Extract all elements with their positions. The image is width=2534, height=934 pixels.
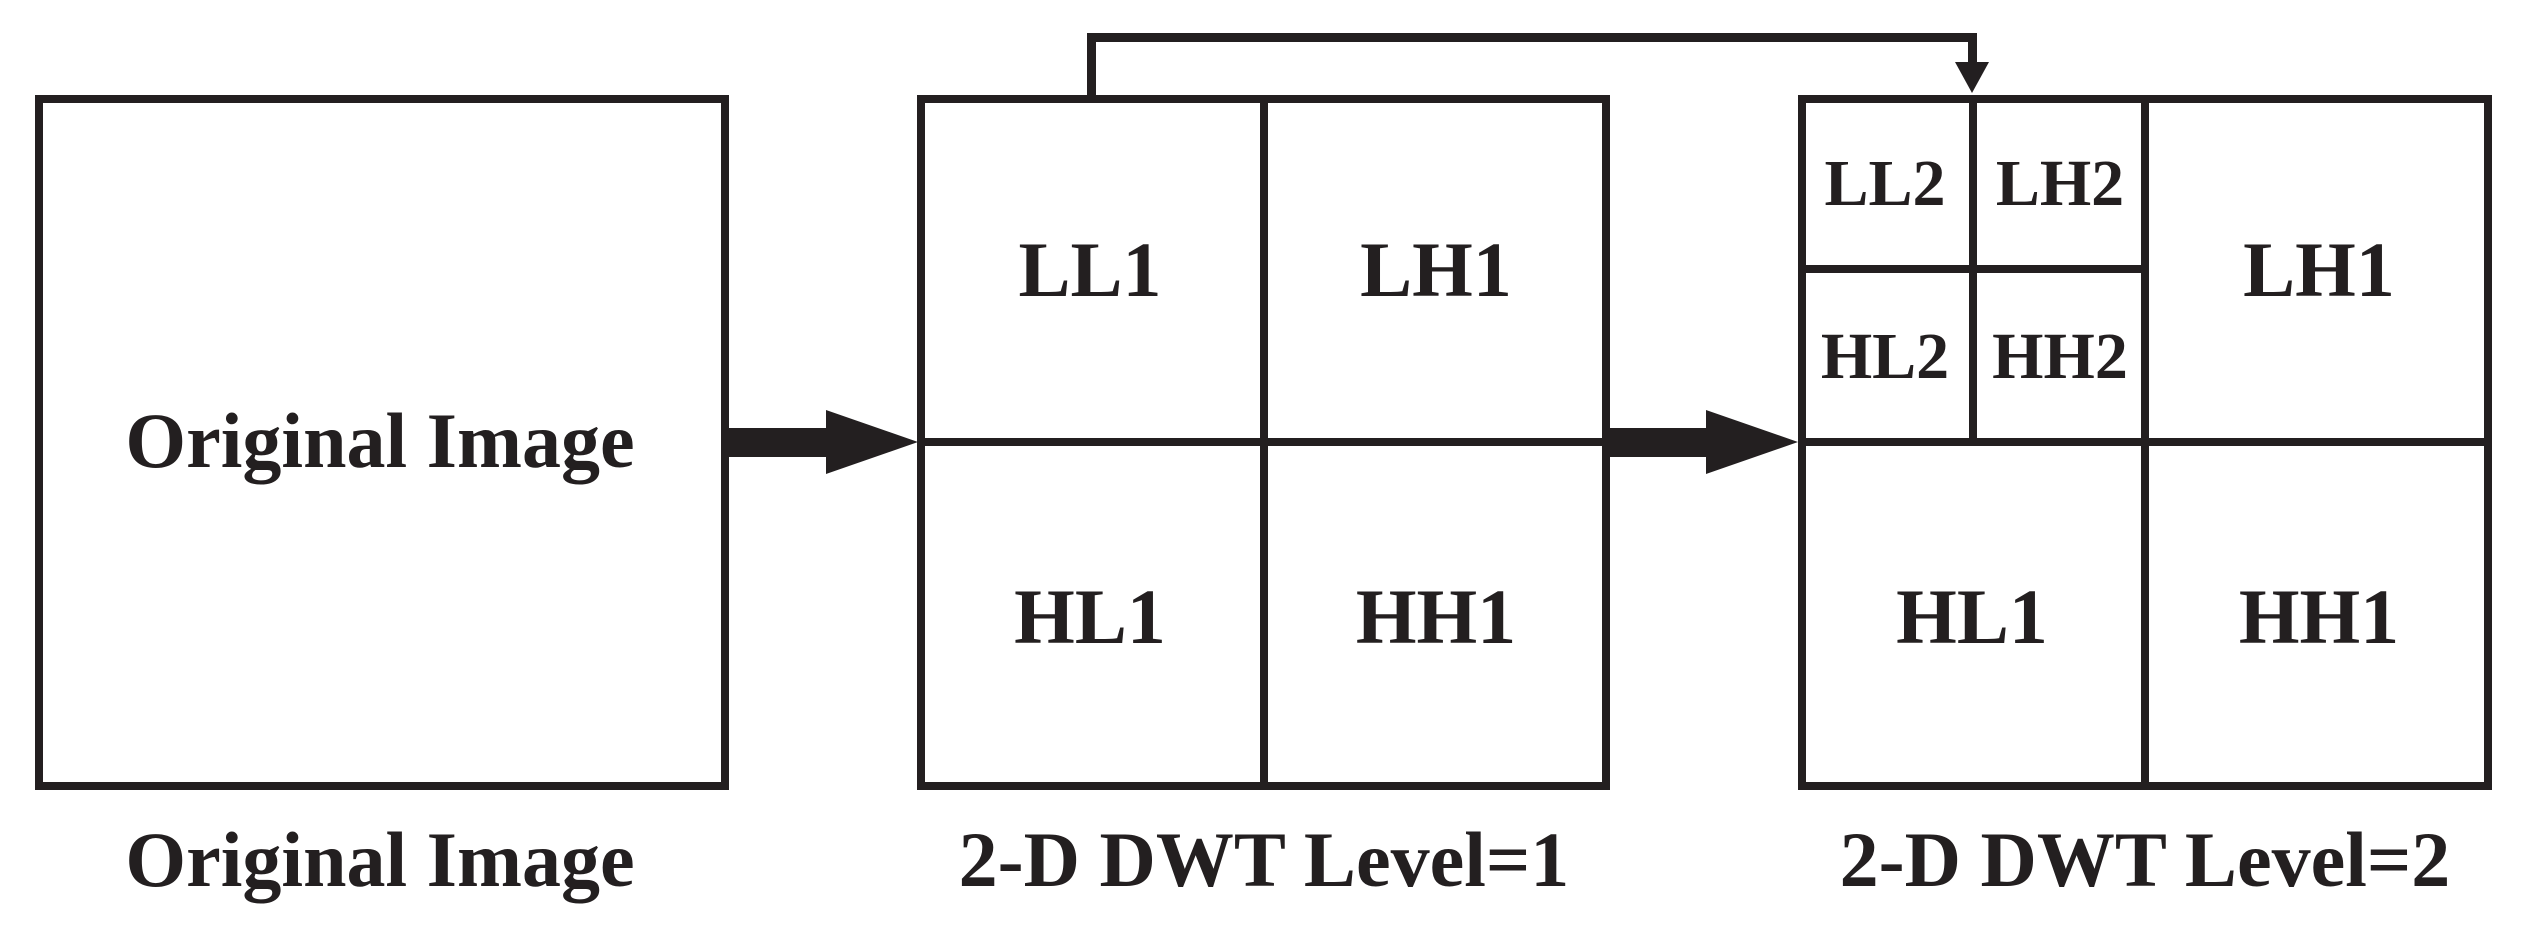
dwt-level2-caption: 2-D DWT Level=2 bbox=[1839, 816, 2451, 903]
subband-hl1-level2: HL1 bbox=[1896, 573, 2048, 660]
original-image-caption: Original Image bbox=[125, 816, 635, 903]
subband-ll2: LL2 bbox=[1824, 147, 1946, 220]
subband-lh1-level1: LH1 bbox=[1360, 226, 1512, 313]
subband-hh2: HH2 bbox=[1992, 320, 2128, 393]
subband-lh1-level2: LH1 bbox=[2243, 226, 2395, 313]
arrow-original-to-level1-shaft bbox=[726, 428, 828, 457]
subband-hh1-level2: HH1 bbox=[2238, 573, 2400, 660]
subband-hl2: HL2 bbox=[1820, 320, 1950, 393]
subband-hh1-level1: HH1 bbox=[1355, 573, 1517, 660]
feedback-arrow-top-run bbox=[1087, 33, 1977, 42]
subband-hl1-level1: HL1 bbox=[1014, 573, 1166, 660]
original-image-label: Original Image bbox=[125, 397, 635, 484]
feedback-arrow-riser bbox=[1087, 33, 1096, 99]
arrow-original-to-level1-arrowhead-icon bbox=[826, 410, 918, 474]
arrow-level1-to-level2-shaft bbox=[1606, 428, 1708, 457]
level2-subgrid-horizontal-divider bbox=[1798, 265, 2149, 273]
dwt-level1-horizontal-divider bbox=[917, 438, 1610, 446]
dwt-level2-horizontal-divider bbox=[1798, 438, 2492, 446]
feedback-arrow-drop bbox=[1968, 37, 1977, 65]
feedback-arrow-arrowhead-icon bbox=[1955, 62, 1989, 93]
subband-lh2: LH2 bbox=[1995, 147, 2125, 220]
subband-ll1-level1: LL1 bbox=[1018, 226, 1162, 313]
arrow-level1-to-level2-arrowhead-icon bbox=[1706, 410, 1798, 474]
dwt-level1-caption: 2-D DWT Level=1 bbox=[958, 816, 1570, 903]
original-image-box bbox=[35, 95, 729, 790]
